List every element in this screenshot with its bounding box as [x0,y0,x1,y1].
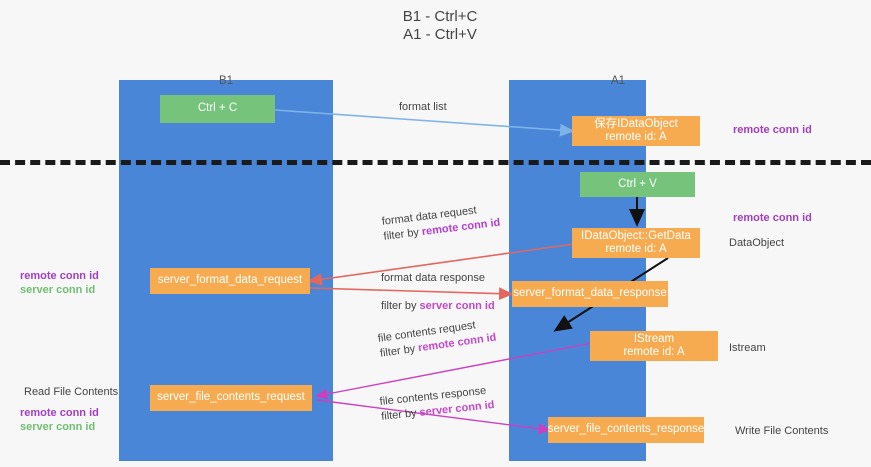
note-left-remote-conn-id-bot: remote conn id [20,407,99,419]
box-getdata-line1: IDataObject::GetData [581,229,691,242]
note-left-remote-conn-id-mid: remote conn id [20,270,99,282]
column-header-b1-name: B1 [218,75,234,87]
edge-label-format-data-response-filter: filter by server conn id [381,299,495,314]
box-istream[interactable]: IStream remote id: A [590,331,718,361]
filter-prefix: filter by [380,406,421,423]
filter-value-server-conn-id: server conn id [419,300,495,312]
box-ctrl-c[interactable]: Ctrl + C [160,95,275,123]
filter-prefix: filter by [382,226,423,243]
note-left-server-conn-id-mid: server conn id [20,284,96,296]
box-server-file-contents-response[interactable]: server_file_contents_response [548,417,704,443]
page-title-line1: B1 - Ctrl+C [402,8,478,25]
note-remote-conn-id-top: remote conn id [733,124,812,136]
page-title-line2: A1 - Ctrl+V [403,26,477,43]
section-divider [0,160,871,165]
box-idataobject-top[interactable]: 保存IDataObject remote id: A [572,116,700,146]
box-istream-line2: remote id: A [623,346,685,358]
note-write-file-contents: Write File Contents [735,425,829,437]
arrow-format-data-response [309,287,514,301]
note-remote-conn-id-mid: remote conn id [733,212,812,224]
note-read-file-contents: Read File Contents [24,386,119,398]
box-istream-line1: IStream [633,332,675,345]
edge-label-format-list: format list [399,101,447,113]
edge-label-format-data-response-group: format data response filter by server co… [381,271,495,314]
box-server-format-data-request[interactable]: server_format_data_request [150,268,310,294]
box-server-file-contents-request[interactable]: server_file_contents_request [150,385,312,411]
column-header-a1-name: A1 [610,75,626,87]
box-idataobject-top-line1: 保存IDataObject [594,117,678,130]
note-dataobject: DataObject [729,237,785,249]
box-server-format-data-response[interactable]: server_format_data_response [512,281,668,307]
box-ctrl-v[interactable]: Ctrl + V [580,172,695,197]
note-left-server-conn-id-bot: server conn id [20,421,96,433]
note-istream: Istream [729,342,766,354]
arrow-file-contents-response [316,399,552,435]
arrow-format-list [274,109,575,137]
box-getdata-line2: remote id: A [605,243,667,255]
filter-prefix: filter by [381,300,420,312]
box-idataobject-getdata[interactable]: IDataObject::GetData remote id: A [572,228,700,258]
filter-prefix: filter by [379,342,420,360]
arrow-format-data-request [307,243,575,286]
edge-label-format-data-response: format data response [381,272,485,284]
box-idataobject-top-line2: remote id: A [605,131,667,143]
arrow-file-contents-request [314,342,593,400]
